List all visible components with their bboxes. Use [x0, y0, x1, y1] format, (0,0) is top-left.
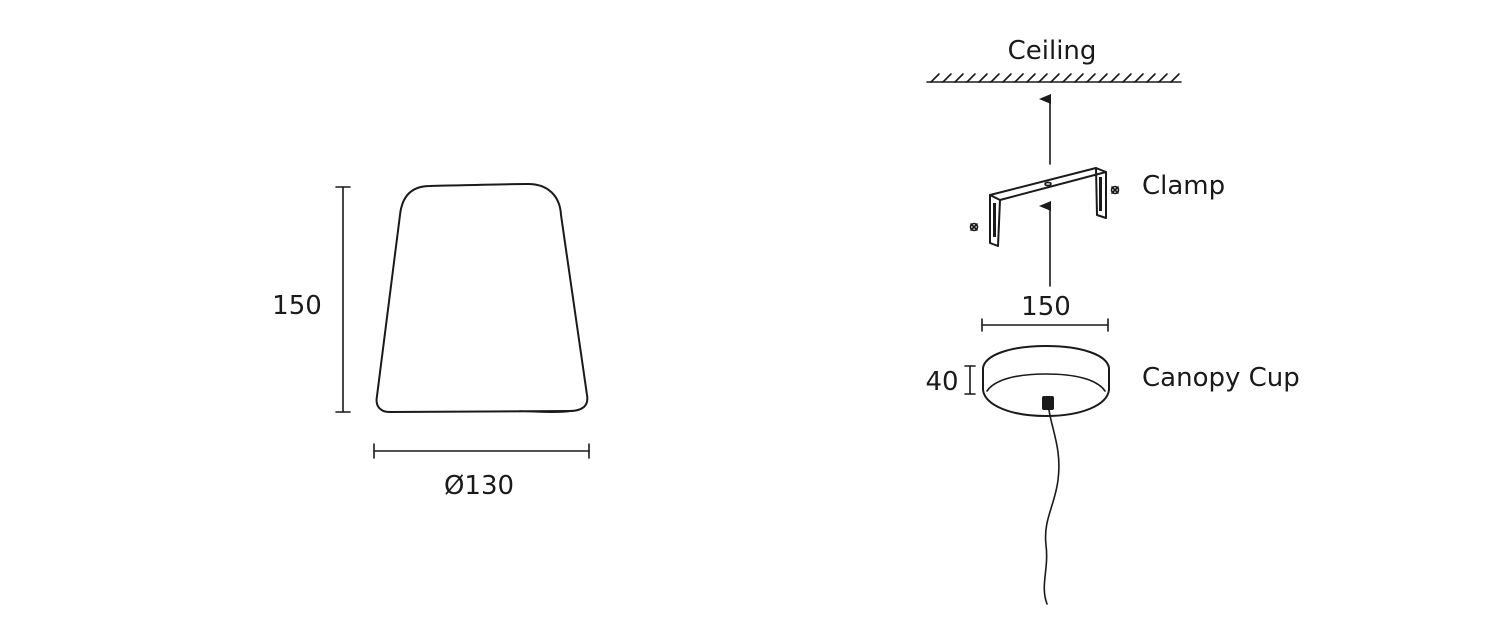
- canopy-height-dimension: [964, 365, 976, 395]
- cable: [1043, 409, 1060, 605]
- clamp-drawing: [969, 167, 1120, 247]
- shade-diameter-label: Ø130: [444, 471, 514, 501]
- ceiling-hatch: [1014, 73, 1024, 83]
- clamp-screw-left: [969, 222, 979, 232]
- ceiling-hatch: [990, 73, 1000, 83]
- ceiling-hatch: [954, 73, 964, 83]
- shade-diameter-dimension: [373, 443, 590, 459]
- shade-drawing: 150 Ø130: [272, 183, 590, 501]
- ceiling-hatch: [1098, 73, 1108, 83]
- ceiling-hatch: [1074, 73, 1084, 83]
- ceiling-hatch: [978, 73, 988, 83]
- ceiling-hatch: [966, 73, 976, 83]
- ceiling-label: Ceiling: [1008, 36, 1097, 66]
- ceiling-hatch: [1110, 73, 1120, 83]
- ceiling-hatch: [1086, 73, 1096, 83]
- shade-height-dimension: [335, 186, 351, 413]
- ceiling-hatch: [942, 73, 952, 83]
- ceiling-hatch: [930, 73, 940, 83]
- ceiling-hatch: [1134, 73, 1144, 83]
- ceiling-hatch: [1170, 73, 1180, 83]
- canopy-height-label: 40: [925, 367, 958, 397]
- canopy-cup-label: Canopy Cup: [1142, 363, 1300, 393]
- ceiling-hatch: [1146, 73, 1156, 83]
- shade-outline: [375, 183, 589, 413]
- ceiling-hatch: [1122, 73, 1132, 83]
- ceiling-hatch: [1050, 73, 1060, 83]
- ceiling-hatch: [1062, 73, 1072, 83]
- canopy-width-label: 150: [1021, 292, 1071, 322]
- cord-grip: [1042, 396, 1054, 410]
- clamp-screw-right: [1110, 185, 1120, 195]
- ceiling-line: [926, 73, 1182, 83]
- canopy-cup-drawing: [982, 345, 1110, 605]
- clamp-label: Clamp: [1142, 171, 1225, 201]
- ceiling-hatch: [1026, 73, 1036, 83]
- ceiling-hatch: [1158, 73, 1168, 83]
- canopy-width-dimension: [981, 318, 1109, 332]
- shade-height-label: 150: [272, 291, 322, 321]
- ceiling-hatch: [1038, 73, 1048, 83]
- mounting-drawing: Ceiling: [925, 36, 1300, 605]
- ceiling-hatch: [1002, 73, 1012, 83]
